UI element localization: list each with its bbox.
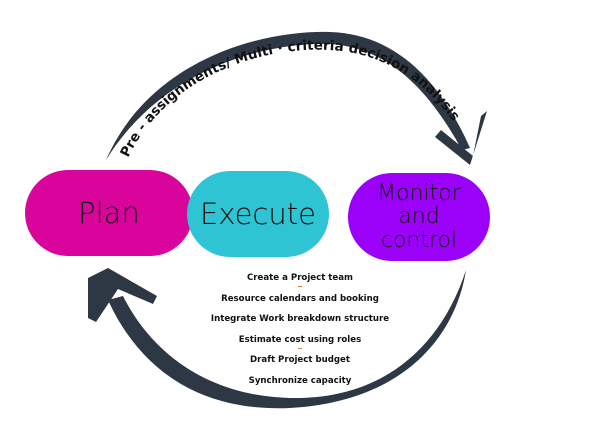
step-item: Synchronize capacity [248, 375, 352, 386]
monitor-control-stage: Monitor and control [348, 173, 490, 261]
step-item: Resource calendars and booking [221, 293, 379, 304]
execute-steps-list: Create a Project team Resource calendars… [190, 268, 410, 391]
execute-stage: Execute [187, 171, 329, 257]
step-item: Integrate Work breakdown structure [210, 314, 390, 324]
step-item: Create a Project team [247, 273, 353, 283]
monitor-control-label: Monitor and control [377, 181, 461, 253]
execute-label: Execute [200, 196, 316, 231]
top-arc-label: Pre - assignments/ Multi · criteria deci… [117, 38, 463, 160]
plan-stage: Plan [25, 170, 193, 256]
step-item: Estimate cost using roles [238, 334, 362, 345]
top-arc-arrowhead-icon [435, 111, 487, 165]
top-arc-arrow [106, 31, 470, 160]
accent-dash [298, 286, 302, 287]
plan-label: Plan [78, 195, 140, 230]
bottom-arc-arrowhead-icon [88, 268, 157, 322]
accent-dash [298, 348, 302, 349]
step-item: Draft Project budget [250, 355, 350, 365]
